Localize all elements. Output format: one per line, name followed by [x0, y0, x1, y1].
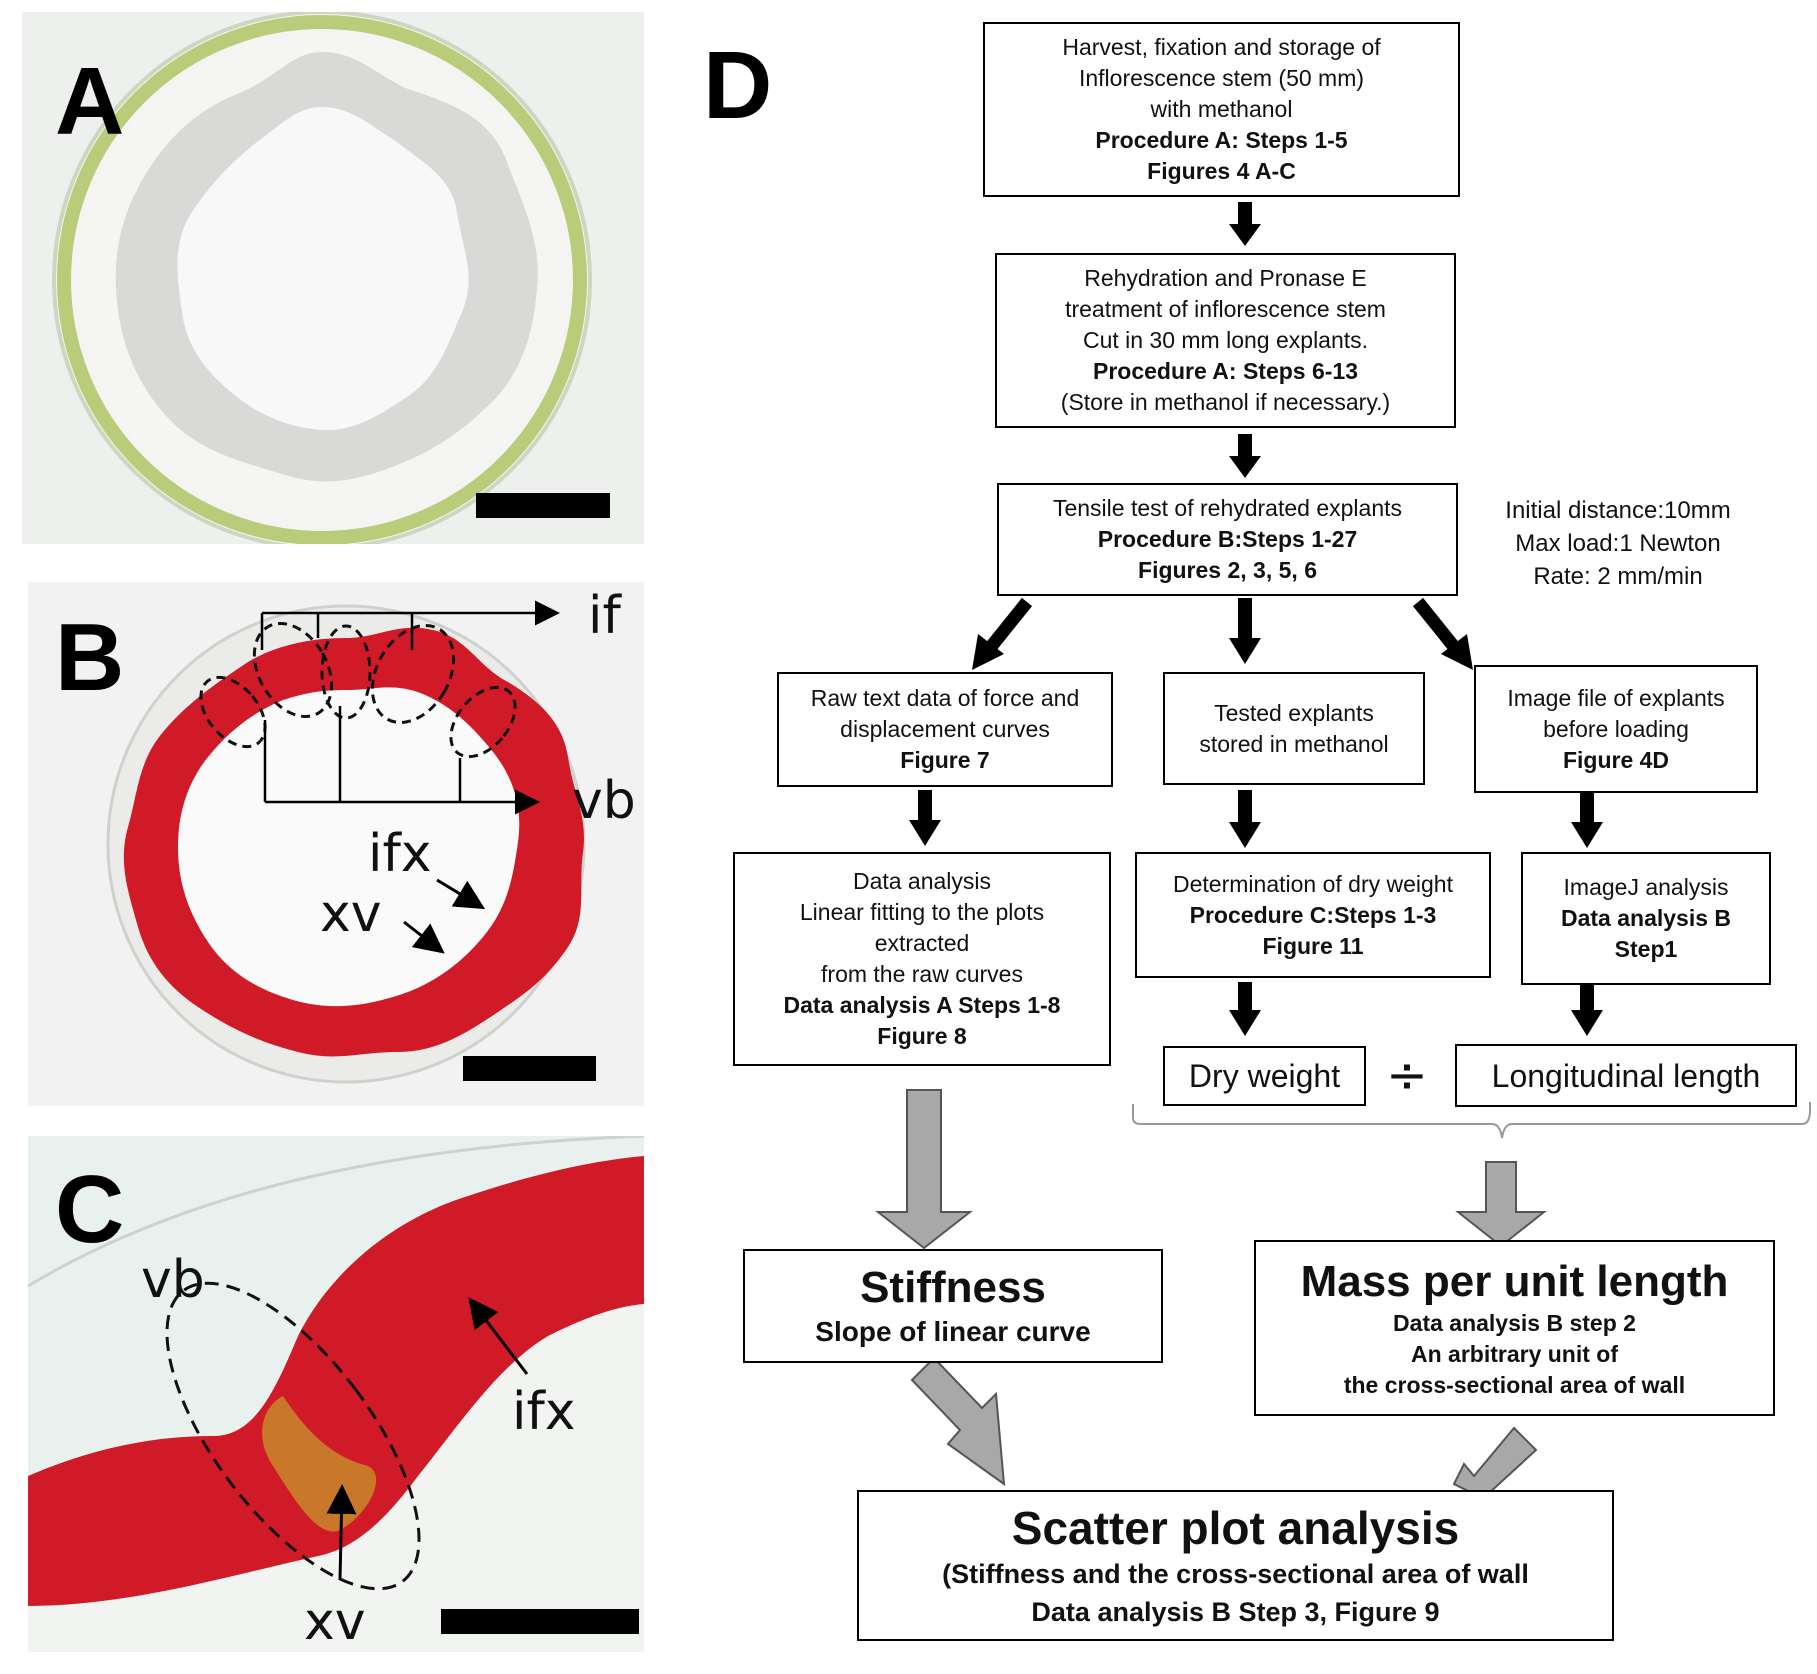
- label-xv-c: xv: [304, 1592, 366, 1652]
- box-image-file: Image file of explants before loading Fi…: [1474, 665, 1758, 793]
- flow-arrowheads-diagonal: [972, 634, 1473, 670]
- box-harvest-line1: Harvest, fixation and storage of: [1062, 34, 1381, 60]
- box-rehydration-line3: Cut in 30 mm long explants.: [1082, 327, 1369, 353]
- box-image-line2: before loading: [1543, 715, 1689, 742]
- panel-b-letter: B: [55, 604, 125, 711]
- box-scatter-plot: Scatter plot analysis (Stiffness and the…: [857, 1490, 1614, 1641]
- box-analysis-a-line2: Linear fitting to the plots: [799, 899, 1045, 925]
- box-harvest-procedure: Procedure A: Steps 1-5: [1095, 127, 1348, 153]
- box-harvest-line2: Inflorescence stem (50 mm): [1078, 65, 1365, 91]
- mass-line1: Data analysis B step 2: [1393, 1309, 1636, 1336]
- pointer-arrows-b: [403, 878, 486, 954]
- box-tested-line2: stored in methanol: [1199, 730, 1389, 757]
- divide-symbol: ÷: [1386, 1046, 1428, 1104]
- mass-line2: An arbitrary unit of: [1410, 1340, 1618, 1367]
- box-harvest-figures: Figures 4 A-C: [1147, 158, 1296, 184]
- pointer-arrows-c: [326, 1297, 529, 1581]
- box-rehydration-line2: treatment of inflorescence stem: [1065, 296, 1386, 322]
- stem-section-unstained: [52, 12, 592, 544]
- box-raw-line2: displacement curves: [840, 716, 1050, 742]
- box-rehydration-note: (Store in methanol if necessary.): [1060, 389, 1391, 415]
- box-raw-data: Raw text data of force and displacement …: [777, 672, 1113, 787]
- panel-d-letter: D: [703, 32, 773, 139]
- box-raw-line1: Raw text data of force and: [810, 685, 1080, 711]
- box-harvest-line3: with methanol: [1150, 96, 1293, 122]
- box-analysis-a-line3: extracted: [874, 930, 970, 956]
- scatter-title: Scatter plot analysis: [1011, 1501, 1460, 1554]
- label-ifx-b: ifx: [368, 824, 432, 884]
- box-rehydration: Rehydration and Pronase E treatment of i…: [995, 253, 1456, 428]
- box-analysis-a-steps: Data analysis A Steps 1-8: [783, 992, 1061, 1018]
- if-bracket: [260, 600, 560, 650]
- box-longitudinal-length: Longitudinal length: [1455, 1044, 1797, 1107]
- box-tensile-procedure: Procedure B:Steps 1-27: [1097, 526, 1358, 552]
- box-dry-line: Determination of dry weight: [1173, 870, 1453, 897]
- box-dry-figure: Figure 11: [1262, 932, 1364, 959]
- flow-arrows-black: [909, 202, 1603, 1036]
- mass-title: Mass per unit length: [1300, 1256, 1729, 1306]
- vb-bracket: [263, 706, 540, 815]
- box-tested-explants: Tested explants stored in methanol: [1163, 672, 1425, 785]
- stem-section-stained: [106, 604, 586, 1084]
- box-analysis-a-line1: Data analysis: [852, 868, 992, 894]
- stiffness-subtitle: Slope of linear curve: [815, 1316, 1091, 1347]
- box-dry-weight: Dry weight: [1163, 1046, 1366, 1106]
- longitudinal-length-label: Longitudinal length: [1491, 1057, 1761, 1094]
- box-tensile-test: Tensile test of rehydrated explants Proc…: [997, 483, 1458, 596]
- box-stiffness: Stiffness Slope of linear curve: [743, 1249, 1163, 1363]
- box-analysis-a-line4: from the raw curves: [821, 961, 1023, 987]
- box-harvest: Harvest, fixation and storage of Inflore…: [983, 22, 1460, 197]
- panel-b-micrograph: [28, 582, 644, 1106]
- panel-c-letter: C: [55, 1156, 125, 1263]
- box-image-line1: Image file of explants: [1507, 684, 1725, 711]
- scatter-line2: Data analysis B Step 3, Figure 9: [1031, 1596, 1440, 1627]
- panel-c-micrograph: [28, 1136, 644, 1652]
- test-parameters: Initial distance:10mm Max load:1 Newton …: [1478, 494, 1758, 593]
- param-max-load: Max load:1 Newton: [1515, 530, 1721, 557]
- box-tensile-figures: Figures 2, 3, 5, 6: [1138, 557, 1317, 583]
- mass-line3: the cross-sectional area of wall: [1343, 1371, 1686, 1398]
- box-raw-figure: Figure 7: [900, 747, 990, 773]
- scale-bar-a: [476, 493, 610, 518]
- box-rehydration-line1: Rehydration and Pronase E: [1084, 265, 1367, 291]
- magnified-bundle: [28, 1136, 644, 1652]
- param-rate: Rate: 2 mm/min: [1533, 563, 1703, 590]
- scale-bar-c: [441, 1609, 639, 1634]
- box-imagej-step: Step1: [1614, 936, 1678, 962]
- box-tensile-line: Tensile test of rehydrated explants: [1052, 495, 1403, 521]
- box-dry-procedure: Procedure C:Steps 1-3: [1189, 901, 1437, 928]
- scale-bar-b: [463, 1056, 596, 1081]
- label-if: if: [588, 586, 621, 646]
- box-imagej: ImageJ analysis Data analysis B Step1: [1521, 852, 1771, 985]
- flow-arrows-gray: [875, 1089, 1547, 1509]
- box-dry-weight-determination: Determination of dry weight Procedure C:…: [1135, 852, 1491, 978]
- box-mass-per-unit-length: Mass per unit length Data analysis B ste…: [1254, 1240, 1775, 1416]
- panel-a-micrograph: [22, 12, 644, 544]
- label-vb-c: vb: [141, 1250, 205, 1310]
- stiffness-title: Stiffness: [860, 1263, 1046, 1312]
- dry-weight-label: Dry weight: [1188, 1058, 1341, 1094]
- box-imagej-analysis: Data analysis B: [1560, 905, 1732, 931]
- box-rehydration-procedure: Procedure A: Steps 6-13: [1092, 358, 1359, 384]
- scatter-line1: (Stiffness and the cross-sectional area …: [942, 1558, 1529, 1589]
- box-imagej-line: ImageJ analysis: [1563, 874, 1729, 900]
- grouping-brace: [1132, 1102, 1811, 1139]
- box-image-figure: Figure 4D: [1562, 746, 1670, 773]
- box-tested-line1: Tested explants: [1214, 699, 1374, 726]
- label-xv-b: xv: [320, 884, 382, 944]
- box-data-analysis-a: Data analysis Linear fitting to the plot…: [733, 852, 1111, 1066]
- param-initial-distance: Initial distance:10mm: [1505, 497, 1731, 524]
- box-analysis-a-figure: Figure 8: [877, 1023, 967, 1049]
- label-vb-b: vb: [572, 771, 636, 831]
- flow-arrows-diagonal: [984, 597, 1461, 653]
- panel-a-letter: A: [55, 48, 125, 155]
- label-ifx-c: ifx: [512, 1382, 576, 1442]
